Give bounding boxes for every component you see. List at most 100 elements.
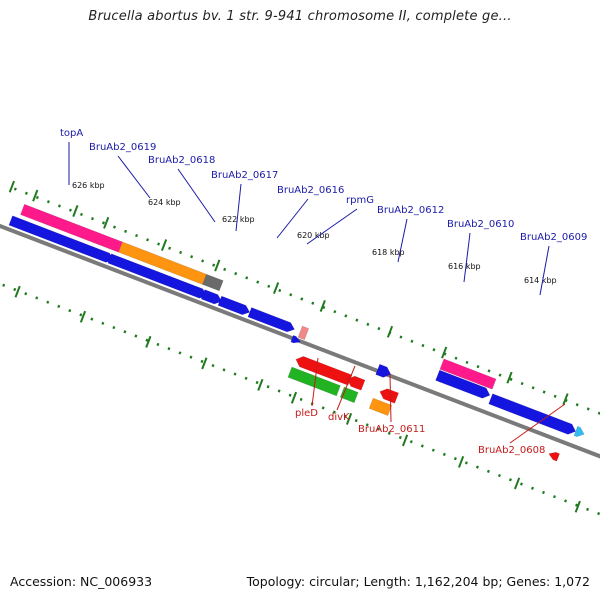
bruab2-0608-cds (548, 451, 560, 462)
outer-scale-track-dot (465, 360, 469, 365)
inner-scale-track-dot (57, 304, 61, 309)
bruab2-0611-cds (379, 388, 399, 404)
gene-leader-line (177, 168, 216, 223)
inner-scale-track-dot (112, 325, 116, 330)
outer-scale-track-dot (542, 390, 546, 394)
inner-scale-track-dot (365, 423, 369, 427)
major-tick (386, 325, 394, 338)
gene-leader-line (389, 373, 392, 423)
inner-scale-track-dot (564, 499, 568, 503)
outer-scale-track-dot (35, 195, 39, 200)
gene-label-reverse: BruAb2_0611 (358, 424, 425, 435)
inner-scale-track-dot (233, 372, 237, 376)
major-tick (457, 455, 465, 468)
outer-scale-track-dot (13, 187, 17, 191)
major-tick (145, 335, 152, 348)
inner-scale-track-dot (79, 313, 83, 317)
inner-scale-track-dot (288, 393, 292, 397)
major-tick (574, 500, 581, 513)
inner-scale-track-dot (519, 482, 523, 486)
outer-scale-track-dot (68, 208, 72, 212)
outer-scale-track-dot (79, 212, 83, 217)
outer-scale-track-dot (344, 314, 348, 318)
outer-scale-track-dot (113, 225, 117, 229)
inner-scale-track-dot (398, 435, 402, 440)
outer-scale-track-dot (223, 267, 227, 272)
inner-scale-track-dot (453, 457, 457, 461)
major-tick (201, 357, 208, 370)
trailing-cds (573, 425, 585, 438)
inner-scale-track-dot (277, 389, 281, 393)
outer-scale-track-dot (157, 242, 161, 246)
inner-scale-track-dot (35, 296, 39, 300)
inner-scale-track-dot (255, 380, 259, 385)
inner-scale-track-dot (200, 359, 204, 363)
outer-scale-track-dot (311, 301, 315, 305)
gene-leader-line (311, 357, 319, 407)
major-tick (514, 477, 521, 490)
outer-scale-track-dot (212, 263, 216, 267)
outer-scale-track-dot (333, 310, 337, 314)
inner-scale-track-dot (13, 287, 17, 292)
gene-leader-line (509, 403, 566, 444)
scale-label: 620 kbp (297, 231, 330, 240)
outer-scale-track-dot (146, 238, 150, 242)
scale-label: 624 kbp (148, 198, 181, 207)
inner-scale-track-dot (464, 461, 468, 465)
bruab2-0611-cog-bar (368, 397, 393, 416)
inner-scale-track-dot (354, 418, 358, 423)
gene-label-forward: BruAb2_0617 (211, 170, 278, 181)
major-tick (160, 239, 168, 252)
inner-scale-track-dot (387, 431, 391, 435)
outer-scale-track-dot (476, 365, 480, 369)
outer-scale-track-dot (24, 191, 28, 195)
bruab2-0618-cds (200, 289, 223, 305)
outer-scale-track-dot (256, 280, 260, 284)
major-tick (79, 310, 87, 323)
inner-scale-track-dot (123, 330, 127, 334)
outer-scale-track-dot (575, 403, 579, 407)
gene-label-forward: rpmG (346, 195, 374, 206)
inner-scale-track-dot (211, 364, 215, 368)
inner-scale-track-dot (222, 368, 226, 372)
gene-label-forward: BruAb2_0609 (520, 232, 587, 243)
gene-leader-line (276, 198, 309, 239)
outer-scale-track-dot (586, 407, 590, 411)
major-tick (8, 180, 15, 193)
bruab2-0609-cds (488, 393, 577, 435)
inner-scale-track-dot (376, 427, 380, 431)
outer-scale-track-dot (366, 322, 370, 326)
outer-scale-track-dot (57, 204, 61, 208)
accession-text: Accession: NC_006933 (10, 574, 153, 589)
inner-scale-track-dot (332, 410, 336, 414)
gene-label-reverse: divK (328, 412, 350, 423)
major-tick (319, 300, 326, 312)
inner-scale-track-dot (145, 338, 149, 342)
inner-scale-track-dot (343, 414, 347, 418)
bruab2-0610-cog-bar (439, 358, 497, 390)
inner-scale-track-dot (24, 292, 28, 296)
outer-scale-track-dot (168, 246, 172, 250)
gene-leader-line (397, 218, 408, 263)
gene-label-reverse: pleD (295, 408, 318, 419)
inner-scale-track-dot (101, 321, 105, 325)
inner-scale-track-dot (178, 351, 182, 355)
gene-leader-line (235, 183, 242, 232)
bruab2-0618-cog-bar (202, 273, 224, 292)
outer-scale-track-dot (377, 326, 381, 331)
outer-scale-track-dot (454, 356, 458, 360)
outer-scale-track-dot (234, 272, 238, 276)
rpmg-cog-bar (297, 325, 310, 341)
outer-scale-track-dot (553, 394, 557, 398)
outer-scale-track-dot (289, 293, 293, 297)
outer-scale-track-dot (101, 221, 105, 225)
genome-summary-text: Topology: circular; Length: 1,162,204 bp… (246, 574, 590, 589)
outer-scale-track-dot (355, 318, 359, 322)
scale-label: 622 kbp (222, 215, 255, 224)
gene-leader-line (539, 245, 550, 296)
major-tick (72, 205, 79, 217)
outer-scale-track-dot (300, 297, 304, 301)
inner-scale-track-dot (68, 309, 72, 313)
gene-label-forward: BruAb2_0618 (148, 155, 215, 166)
